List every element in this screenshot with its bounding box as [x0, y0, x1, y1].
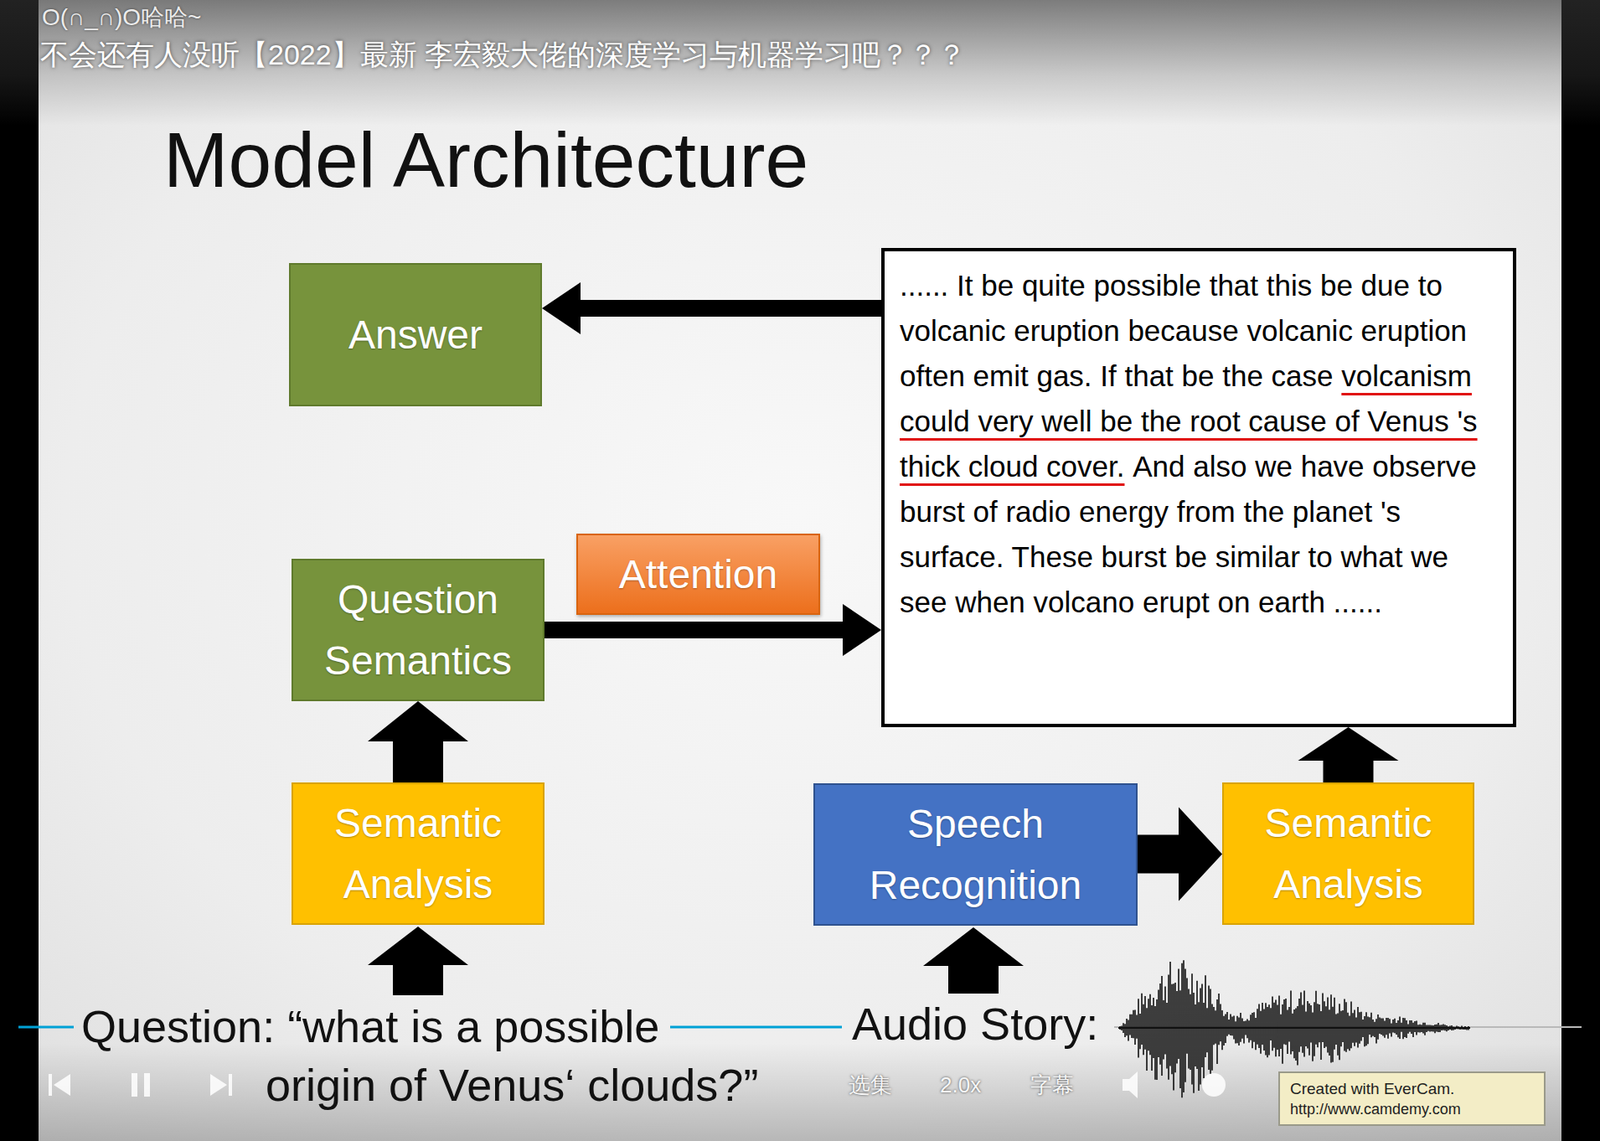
box-label: http://www.camdemy.com: [1290, 1099, 1534, 1120]
settings-icon: [1202, 1073, 1226, 1097]
text-holder: Answer: [305, 304, 526, 366]
process-box: Question Semantics: [291, 558, 545, 702]
slide-title: Model Architecture: [163, 117, 809, 203]
next-icon: [210, 1073, 228, 1096]
watermark-text: O(∩_∩)O哈哈~: [41, 3, 202, 32]
text-holder: Question Semantics: [308, 568, 528, 692]
process-box: Speech Recognition: [813, 783, 1138, 926]
black-bar: [0, 0, 39, 1141]
box-label: Answer: [305, 304, 526, 366]
credit-box: Created with EverCam.http://www.camdemy.…: [1278, 1071, 1546, 1126]
box-label: Created with EverCam.: [1290, 1078, 1534, 1100]
process-box: Semantic Analysis: [1222, 782, 1475, 925]
output-box: Answer: [289, 263, 542, 407]
block-arrow: [1137, 807, 1223, 902]
next-icon: [228, 1073, 233, 1096]
block-arrow: [1298, 727, 1399, 783]
video-title: 不会还有人没听【2022】最新 李宏毅大佬的深度学习与机器学习吧？？？: [40, 36, 966, 73]
input-arrow: [923, 927, 1024, 994]
text-holder: Attention: [593, 543, 804, 605]
text-holder: Speech Recognition: [830, 793, 1121, 916]
player-control: 2.0x: [939, 1070, 981, 1100]
player-control: 字幕: [1030, 1070, 1074, 1100]
text-holder: Semantic Analysis: [308, 792, 528, 915]
progress-bar: [670, 1026, 842, 1029]
transcript-box: ...... It be quite possible that this be…: [881, 247, 1517, 728]
block-arrow: [541, 282, 882, 335]
box-label: Semantic Analysis: [1238, 792, 1458, 915]
prev-icon: [48, 1073, 52, 1096]
box-label: Semantic Analysis: [308, 792, 528, 915]
pause-icon: [131, 1073, 138, 1097]
box-label: Question Semantics: [308, 568, 528, 692]
waveform-axis: [1118, 1027, 1471, 1029]
text-holder: Semantic Analysis: [1238, 792, 1458, 915]
box-label: Speech Recognition: [830, 793, 1121, 916]
progress-bar: [18, 1026, 74, 1029]
box-label: Attention: [593, 543, 804, 605]
pause-icon: [144, 1073, 150, 1097]
player-control: 选集: [848, 1070, 893, 1100]
text-holder: Created with EverCam.http://www.camdemy.…: [1290, 1078, 1534, 1120]
input-arrow: [367, 926, 469, 996]
volume-icon: [1122, 1071, 1138, 1099]
attention-box: Attention: [576, 533, 821, 615]
process-box: Semantic Analysis: [291, 782, 545, 925]
text-holder: ...... It be quite possible that this be…: [899, 263, 1498, 625]
audio-label: Audio Story:: [851, 998, 1099, 1049]
black-bar: [1561, 0, 1600, 1141]
question-text: Question: “what is a possible origin of …: [81, 996, 773, 1115]
prev-icon: [53, 1073, 71, 1096]
block-arrow: [367, 701, 469, 783]
